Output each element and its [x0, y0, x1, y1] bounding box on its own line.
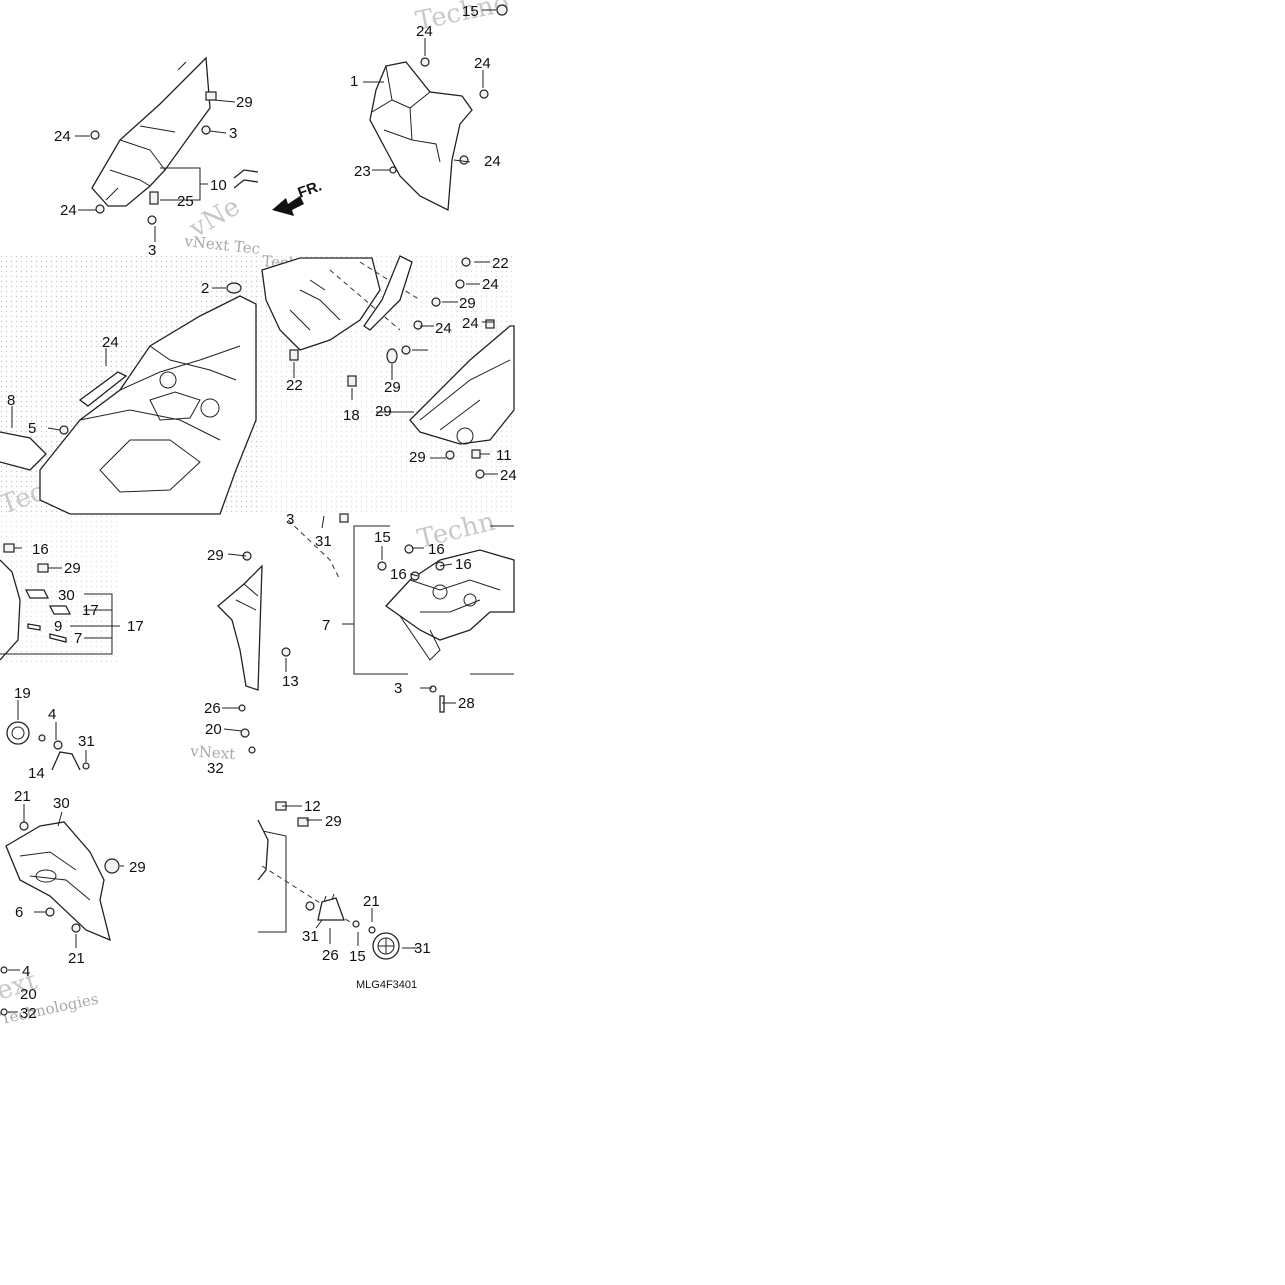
callout-16: 16: [390, 566, 407, 583]
callout-14: 32: [207, 760, 224, 777]
bracket-part: [385, 549, 515, 641]
callout-29: 29: [64, 560, 81, 577]
callout-11: 29: [375, 403, 392, 420]
panel-bottom-left: [0, 821, 120, 1016]
callout-17: 17: [82, 602, 99, 619]
small-fender-part: [217, 564, 263, 691]
callout-29: 16: [32, 541, 49, 558]
callout-31: 4: [48, 706, 56, 723]
callout-4: 31: [414, 940, 431, 957]
panel-upper-left: FR.: [90, 56, 325, 225]
panel-lower-right: [342, 525, 515, 713]
panel-lower-middle: [217, 513, 349, 754]
callout-3: 24: [500, 467, 517, 484]
callout-5: 8: [7, 392, 15, 409]
callout-6: 29: [129, 859, 146, 876]
inner-fender-part: [369, 61, 473, 212]
watermark-text: vNext: [189, 742, 236, 763]
callout-24: 24: [60, 202, 77, 219]
fender-upper-part: [91, 56, 211, 207]
callout-21: 6: [15, 904, 23, 921]
callout-22: 22: [492, 255, 509, 272]
diagram-code: MLG4F3401: [356, 979, 417, 991]
callout-26: 31: [78, 733, 95, 750]
callout-24: 29: [409, 449, 426, 466]
callout-21: 21: [68, 950, 85, 967]
callout-32: 20: [205, 721, 222, 738]
callout-24: 29: [459, 295, 476, 312]
callout-29: 12: [304, 798, 321, 815]
front-direction-arrow: [272, 196, 304, 216]
watermark-text: vNext Tec: [183, 232, 261, 258]
callout-9: 17: [127, 618, 144, 635]
callout-31: 3: [286, 511, 294, 528]
callout-29: 22: [286, 377, 303, 394]
callout-29: 11: [496, 447, 512, 464]
callout-26: 31: [302, 928, 319, 945]
callout-4: 19: [14, 685, 31, 702]
callout-32: 20: [20, 986, 37, 1003]
callout-31: 15: [349, 948, 366, 965]
callout-30: 21: [14, 788, 31, 805]
callout-labels: 15 24 24 1 29 3 24 24 23 10 24 25 3 2 22…: [7, 3, 517, 1022]
direction-label: FR.: [296, 178, 325, 202]
panel-bottom-right: [257, 801, 400, 960]
callout-24: 24: [484, 153, 501, 170]
panel-upper-right: [369, 4, 508, 212]
callout-8: 24: [102, 334, 119, 351]
callout-13: 7: [322, 617, 330, 634]
callout-2: 2: [201, 280, 209, 297]
callout-28: 3: [394, 680, 402, 697]
callout-16: 16: [455, 556, 472, 573]
inner-panel-part: [261, 257, 381, 351]
callout-24: 24: [54, 128, 71, 145]
callout-24: 24: [435, 320, 452, 337]
callout-3: 3: [148, 242, 156, 259]
callout-29: 18: [343, 407, 360, 424]
leader-lines: [8, 9, 498, 1013]
callout-23: 23: [354, 163, 371, 180]
callout-18: 29: [384, 379, 401, 396]
callout-7: 7: [74, 630, 82, 647]
callout-10: 10: [210, 177, 227, 194]
callout-20: 4: [22, 963, 30, 980]
callout-20: 26: [204, 700, 221, 717]
panel-middle-left: [0, 282, 257, 515]
panel-middle-right: [261, 255, 515, 479]
callout-29: 24: [462, 315, 479, 332]
callout-31: 21: [363, 893, 380, 910]
callout-29: 29: [325, 813, 342, 830]
callout-16: 15: [374, 529, 391, 546]
callout-3: 13: [282, 673, 299, 690]
callout-30: 29: [207, 547, 224, 564]
callout-24: 24: [482, 276, 499, 293]
callout-19: 28: [458, 695, 475, 712]
callout-12: 30: [53, 795, 70, 812]
callout-15: 26: [322, 947, 339, 964]
callout-22: 5: [28, 420, 36, 437]
callout-15: 15: [462, 3, 479, 20]
callout-29: 29: [236, 94, 253, 111]
callout-25: 25: [177, 193, 194, 210]
callout-7: 9: [54, 618, 62, 635]
callout-24: 24: [416, 23, 433, 40]
callout-21: 14: [28, 765, 45, 782]
callout-16: 16: [428, 541, 445, 558]
callout-3: 3: [229, 125, 237, 142]
callout-17: 30: [58, 587, 75, 604]
callout-27: 32: [20, 1005, 37, 1022]
callout-15: 31: [315, 533, 332, 550]
callout-24: 24: [474, 55, 491, 72]
callout-1: 1: [350, 73, 358, 90]
cover-part: [5, 821, 111, 942]
